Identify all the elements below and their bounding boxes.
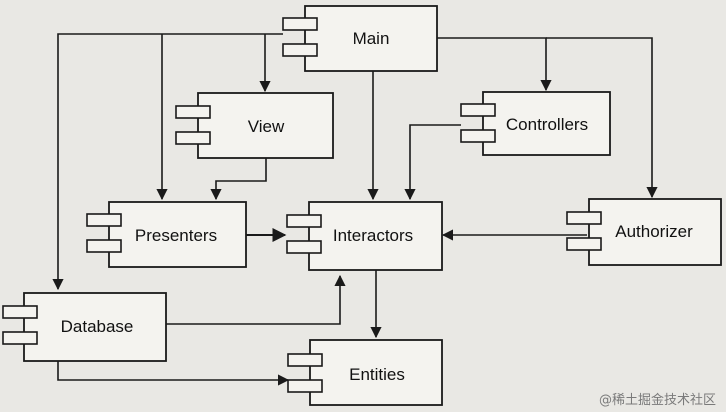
component-label-main: Main	[353, 29, 390, 48]
edge-database-interactors	[166, 274, 346, 325]
component-label-authorizer: Authorizer	[615, 222, 693, 241]
component-label-view: View	[248, 117, 285, 136]
edge-main-authorizer	[546, 37, 658, 199]
component-interactors[interactable]: Interactors	[286, 201, 443, 271]
component-label-database: Database	[61, 317, 134, 336]
component-tab-icon	[566, 237, 602, 251]
component-tab-icon	[175, 131, 211, 145]
edge-database-entities	[57, 361, 290, 386]
edge-view-presenters	[210, 158, 267, 201]
component-controllers[interactable]: Controllers	[460, 91, 611, 156]
component-main[interactable]: Main	[282, 5, 438, 72]
component-tab-icon	[282, 17, 318, 31]
component-tab-icon	[286, 240, 322, 254]
component-label-presenters: Presenters	[135, 226, 217, 245]
component-entities[interactable]: Entities	[287, 339, 443, 406]
dependency-edges	[52, 33, 658, 386]
component-label-interactors: Interactors	[333, 226, 413, 245]
watermark: @稀土掘金技术社区	[598, 393, 716, 408]
component-authorizer[interactable]: Authorizer	[566, 198, 722, 266]
component-tab-icon	[287, 353, 323, 367]
component-tab-icon	[282, 43, 318, 57]
component-tab-icon	[460, 103, 496, 117]
component-tab-icon	[566, 211, 602, 225]
component-tab-icon	[287, 379, 323, 393]
component-label-controllers: Controllers	[506, 115, 588, 134]
component-tab-icon	[2, 305, 38, 319]
component-tab-icon	[2, 331, 38, 345]
component-database[interactable]: Database	[2, 292, 167, 362]
component-presenters[interactable]: Presenters	[86, 201, 247, 268]
component-tab-icon	[86, 213, 122, 227]
component-tab-icon	[286, 214, 322, 228]
component-view[interactable]: View	[175, 92, 334, 159]
edge-main-controllers	[437, 37, 552, 92]
component-tab-icon	[175, 105, 211, 119]
edge-controllers-interactors	[404, 124, 461, 201]
component-tab-icon	[460, 129, 496, 143]
component-tab-icon	[86, 239, 122, 253]
edge-main-database	[52, 33, 283, 291]
component-label-entities: Entities	[349, 365, 405, 384]
